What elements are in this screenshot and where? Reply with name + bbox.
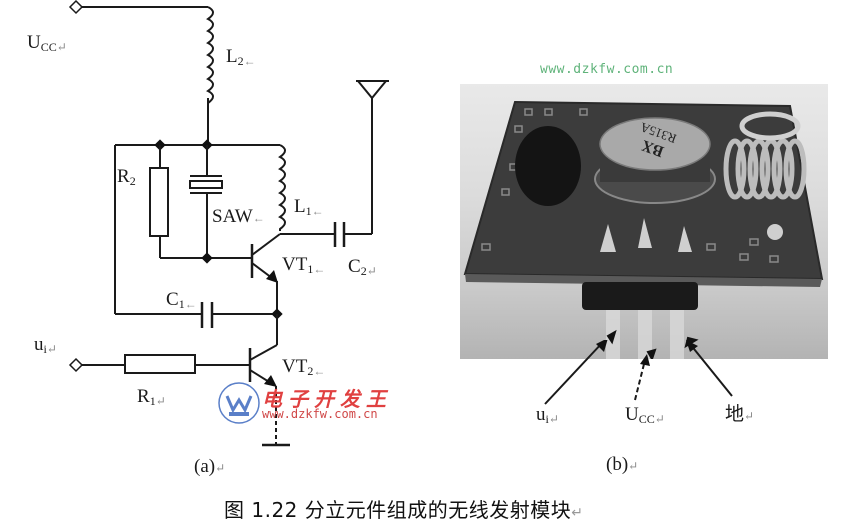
pin-label-ground: 地↵ bbox=[725, 403, 754, 425]
sublabel-b: (b)↵ bbox=[606, 454, 638, 475]
arrow-ucc-head bbox=[640, 354, 650, 366]
photo-url: www.dzkfw.com.cn bbox=[540, 62, 674, 77]
module-photo: BX R315A bbox=[460, 84, 828, 359]
label-L1: L1← bbox=[294, 196, 324, 218]
arrow-ui bbox=[544, 341, 604, 405]
label-ucc: UCC↵ bbox=[27, 32, 67, 54]
sublabel-a: (a)↵ bbox=[194, 456, 225, 477]
svg-text:BX: BX bbox=[639, 136, 666, 160]
ucc-terminal bbox=[68, 0, 84, 15]
label-ui: ui↵ bbox=[34, 334, 57, 356]
inductor-L2 bbox=[206, 6, 214, 104]
saw-can-top bbox=[599, 117, 711, 171]
transistor-VT2-arrow bbox=[264, 375, 277, 387]
figure-caption: 图 1.22 分立元件组成的无线发射模块↵ bbox=[224, 494, 583, 523]
label-C2: C2↵ bbox=[348, 256, 377, 278]
photo-labels: ui↵ UCC↵ 地↵ (b)↵ bbox=[536, 403, 754, 475]
resistor-R2 bbox=[149, 167, 169, 237]
header-pins bbox=[606, 310, 684, 359]
circuit-diagram: UCC↵ L2← R2 SAW← L1← VT1← C2↵ C1← ui↵ R1… bbox=[27, 0, 389, 477]
transistor-component bbox=[515, 126, 581, 206]
transistor-VT1-collector bbox=[251, 233, 281, 256]
antenna-icon bbox=[356, 80, 389, 100]
solder-joints bbox=[600, 218, 783, 252]
resistor-R1 bbox=[124, 354, 196, 374]
label-VT1: VT1← bbox=[282, 254, 325, 276]
pin-label-ui: ui↵ bbox=[536, 404, 559, 426]
saw-body bbox=[189, 180, 223, 189]
label-L2: L2← bbox=[226, 46, 256, 68]
pin-header bbox=[582, 282, 698, 310]
label-R2: R2 bbox=[117, 166, 136, 188]
label-VT2: VT2← bbox=[282, 356, 325, 378]
coil-inductor bbox=[723, 111, 807, 200]
module-photo-illustration: BX R315A bbox=[463, 100, 824, 359]
arrow-ucc bbox=[634, 359, 646, 401]
inductor-L1 bbox=[278, 144, 286, 231]
pin-arrows bbox=[606, 329, 699, 359]
watermark-brand: 电子开发王 bbox=[262, 387, 392, 411]
label-C1: C1← bbox=[166, 289, 197, 311]
junction-dot bbox=[201, 252, 213, 264]
caption-text: 图 1.22 分立元件组成的无线发射模块 bbox=[224, 498, 572, 522]
arrow-ground-head bbox=[686, 340, 698, 352]
transistor-VT1-arrow bbox=[266, 270, 278, 283]
pcb-edge bbox=[465, 274, 822, 287]
ui-terminal bbox=[68, 357, 84, 373]
transistor-VT2-collector bbox=[249, 344, 278, 361]
watermark-url: www.dzkfw.com.cn bbox=[262, 407, 378, 421]
arrow-ground bbox=[689, 343, 733, 397]
caption-return-mark: ↵ bbox=[571, 505, 584, 521]
watermark-logo-icon bbox=[218, 382, 260, 424]
arrow-ui-head bbox=[596, 340, 608, 352]
label-R1: R1↵ bbox=[137, 386, 166, 408]
pin-label-arrows bbox=[544, 340, 733, 405]
label-SAW: SAW← bbox=[212, 206, 265, 227]
pin-label-ucc: UCC↵ bbox=[625, 404, 665, 426]
